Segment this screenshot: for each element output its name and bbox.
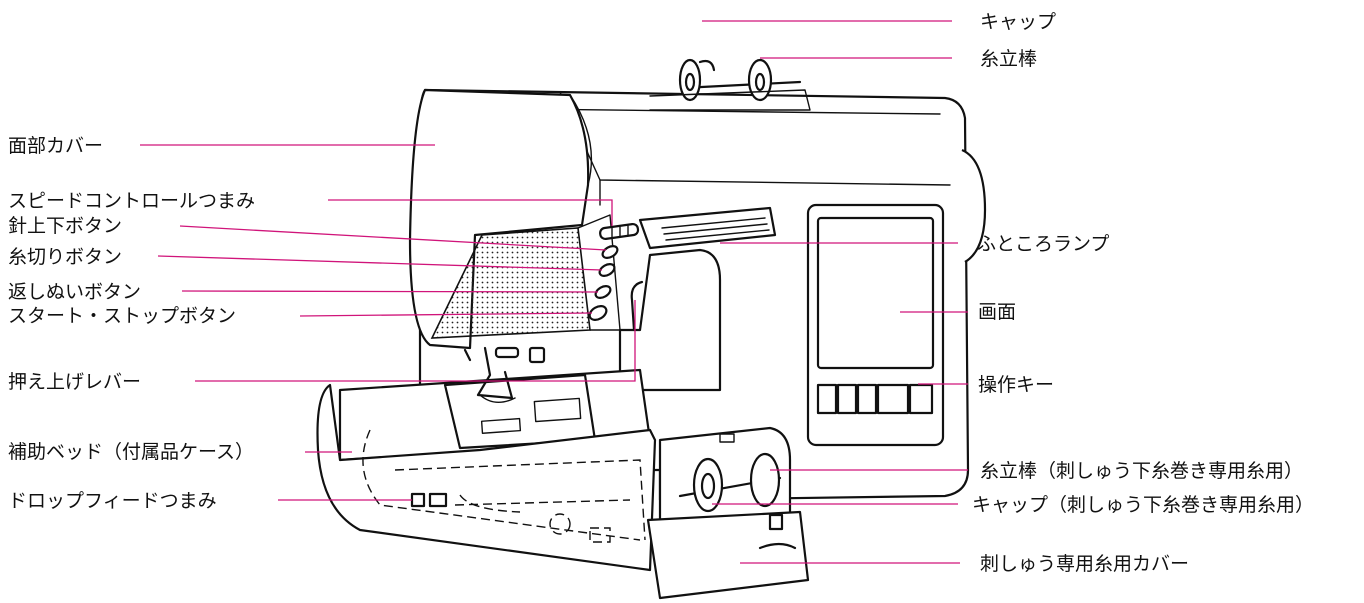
needle-plate-slot (480, 417, 522, 434)
emb-cover-handle (758, 542, 797, 550)
lamp-lines (661, 217, 770, 241)
presser-foot (463, 346, 546, 403)
handwheel (961, 148, 987, 263)
flatbed-inner-dash (362, 429, 641, 541)
labels: キャップ 糸立棒 面部カバー スピードコントロールつまみ 針上下ボタン 糸切りボ… (8, 11, 1314, 575)
label-face-cover: 面部カバー (8, 135, 103, 157)
label-screen: 画面 (978, 301, 1016, 323)
label-flatbed: 補助ベッド（付属品ケース） (8, 441, 254, 463)
leader-presser-lever (195, 300, 636, 382)
start-stop-button-shape (588, 305, 608, 321)
leader-needle-button (179, 225, 607, 251)
lcd-screen (816, 216, 935, 370)
control-column (577, 214, 621, 331)
label-speed-control: スピードコントロールつまみ (8, 190, 255, 212)
label-emb-cap: キャップ（刺しゅう下糸巻き専用糸用） (972, 494, 1314, 516)
leader-lines (140, 20, 968, 564)
arm-opening (618, 248, 722, 392)
presser-lever-shape (630, 280, 644, 332)
emb-spool-cap-inner (700, 472, 716, 500)
label-cutter-button: 糸切りボタン (8, 246, 122, 268)
leader-speed-control (328, 199, 613, 226)
label-cap: キャップ (980, 11, 1056, 33)
flatbed-inner-dash-2 (394, 459, 646, 541)
label-op-keys: 操作キー (978, 374, 1054, 396)
label-spool-pin: 糸立棒 (980, 48, 1037, 70)
emb-thread-cover-shape (646, 510, 810, 600)
lamp-shape (638, 206, 777, 250)
flatbed-inner-dash-4 (459, 494, 521, 513)
face-cover-curve (569, 94, 593, 186)
needle-plate (443, 373, 597, 450)
needle-plate-cover (533, 397, 582, 423)
leader-start-stop (299, 312, 593, 317)
top-spool-assembly (649, 58, 811, 111)
label-presser-lever: 押え上げレバー (8, 371, 141, 393)
thread-cutter-button-shape (598, 263, 616, 277)
drop-feed-lever (410, 492, 448, 508)
emb-spool-disc (749, 452, 781, 508)
sewing-machine-illustration (316, 58, 987, 600)
label-lamp: ふところランプ (977, 233, 1109, 255)
emb-compartment-tab (719, 433, 735, 443)
emb-cover-latch (768, 513, 784, 531)
speed-control-marks (611, 225, 629, 239)
flatbed-dash-rect (589, 527, 611, 543)
label-emb-spool-pin: 糸立棒（刺しゅう下糸巻き専用糸用） (980, 460, 1303, 482)
flatbed-inner-dash-3 (454, 499, 631, 506)
needle-position-button-shape (601, 245, 619, 259)
label-drop-feed: ドロップフィードつまみ (8, 490, 217, 512)
reverse-button-shape (594, 285, 612, 299)
label-reverse-button: 返しぬいボタン (8, 281, 141, 303)
operation-keys (816, 383, 934, 415)
label-needle-button: 針上下ボタン (8, 215, 122, 237)
leader-cutter-button (157, 255, 603, 271)
leader-reverse-button (181, 290, 599, 293)
label-emb-cover: 刺しゅう専用糸用カバー (980, 553, 1189, 575)
flatbed-dash-circle (549, 513, 571, 535)
face-cover-shape (408, 88, 590, 350)
label-start-stop-button: スタート・ストップボタン (8, 305, 236, 327)
